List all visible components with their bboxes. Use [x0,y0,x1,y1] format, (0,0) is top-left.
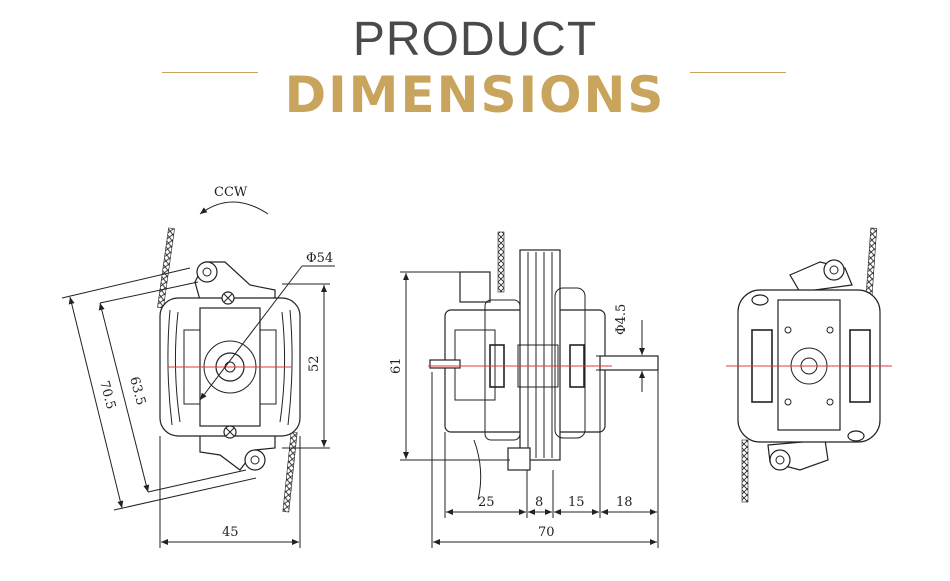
mount-hole-rear-bottom [769,449,791,471]
ccw-label: CCW [214,185,248,200]
dim-70-5: 70.5 [96,379,118,411]
lead-wire-side [497,231,505,293]
dim-52: 52 [307,355,322,372]
title-product: PRODUCT [352,13,598,66]
dim-45: 45 [222,525,239,540]
stator-laminations [519,249,561,461]
mount-hole-top [196,261,218,283]
rear-view [726,227,892,503]
side-view: Φ4.5 61 25 8 15 18 70 [389,231,659,548]
phi54-label: Φ54 [306,251,333,266]
dim-15: 15 [568,495,585,510]
mount-hole-rear-top [823,259,845,281]
motor-shaft [599,355,659,371]
dim-61: 61 [389,357,404,374]
lead-wire-bottom [282,431,298,513]
lead-wire-top [157,227,175,309]
dim-25: 25 [478,495,495,510]
mount-hole-bottom [244,449,266,471]
dim-18: 18 [616,495,633,510]
front-view: CCW Φ54 52 [61,185,335,548]
header-rule-left [162,72,258,73]
phi4-5-label: Φ4.5 [614,304,629,335]
ccw-arrow [199,201,269,215]
title-dimensions: DIMENSIONS [284,66,666,124]
header-rule-right [690,72,786,73]
dim-70: 70 [538,525,555,540]
dim-8: 8 [535,495,543,510]
lead-wire-rear-bottom [741,439,749,503]
dim-63-5: 63.5 [126,375,148,407]
